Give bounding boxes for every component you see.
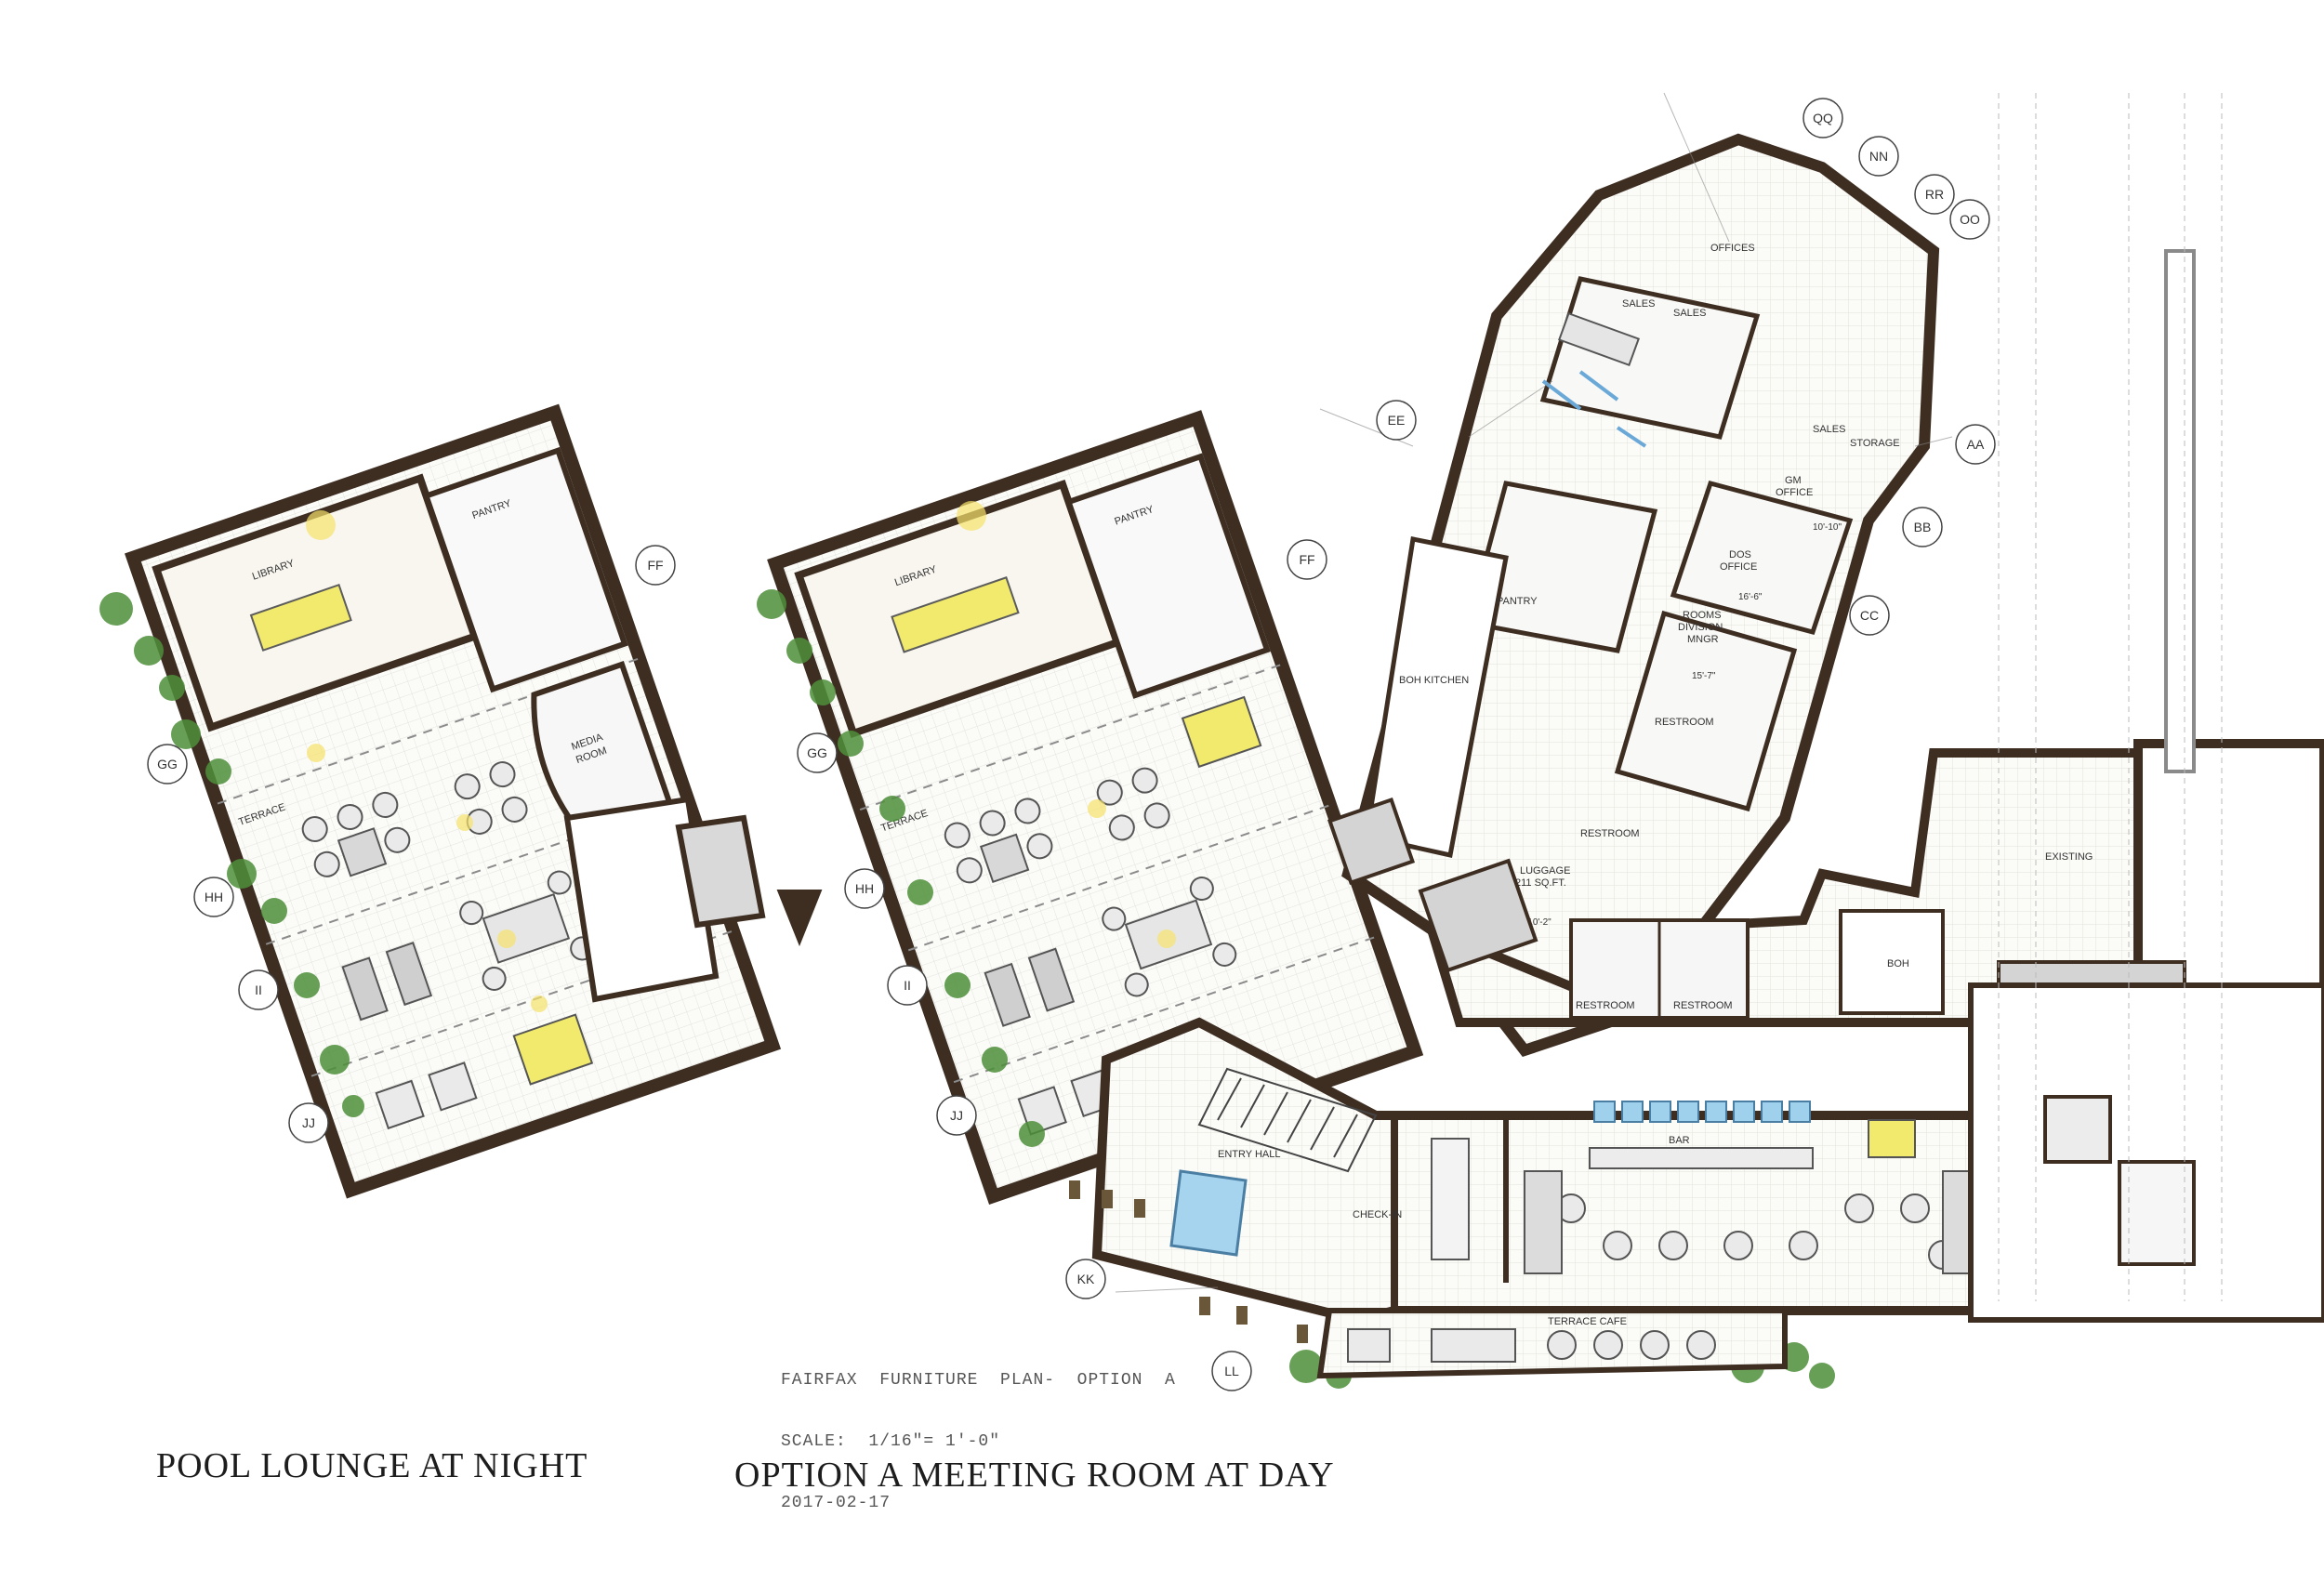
restroom-label-3: RESTROOM (1576, 1000, 1635, 1011)
left-stair-core (563, 796, 823, 1003)
grid-gg (797, 732, 838, 773)
grid-ll (1211, 1351, 1252, 1391)
svg-text:GG: GG (807, 745, 827, 760)
title-block-line-3: 2017-02-17 (781, 1494, 891, 1512)
grid-cc (1849, 595, 1890, 636)
existing-label: EXISTING (2045, 851, 2093, 863)
sales-label-2: SALES (1673, 308, 1706, 319)
grid-nn (1858, 136, 1899, 177)
left-grid-hh (193, 877, 234, 917)
left-grid-bubbles (147, 545, 676, 1143)
sales-label-1: SALES (1622, 298, 1655, 310)
title-block-line-1: FAIRFAX FURNITURE PLAN- OPTION A (781, 1371, 1176, 1390)
left-pantry-room (422, 446, 628, 693)
svg-text:JJ: JJ (950, 1108, 963, 1123)
grid-kk (1065, 1259, 1106, 1299)
restroom-label-1: RESTROOM (1655, 717, 1714, 728)
svg-text:NN: NN (1869, 149, 1888, 164)
grid-ii (887, 965, 928, 1006)
grid-ee (1376, 400, 1417, 441)
left-outer-wall (125, 403, 782, 1199)
right-grid-labels: QQ NN RR OO EE FF GG HH II JJ KK LL AA B… (807, 111, 1985, 1378)
svg-text:RR: RR (1925, 187, 1944, 202)
grid-bb (1902, 507, 1943, 547)
svg-text:CC: CC (1860, 608, 1879, 623)
svg-text:OO: OO (1960, 212, 1980, 227)
gm-office-label-2: OFFICE (1776, 487, 1813, 498)
gm-dim-label: 10'-10" (1813, 522, 1842, 533)
svg-text:LL: LL (1224, 1364, 1239, 1378)
ground-floor-public: ENTRY HALL CHECK-IN BAR TERRACE CAFE (1069, 1017, 2013, 1379)
title-block: FAIRFAX FURNITURE PLAN- OPTION A SCALE: … (781, 1329, 1176, 1534)
sales-label-3: SALES (1813, 424, 1845, 435)
title-block-line-2: SCALE: 1/16"= 1'-0" (781, 1432, 1001, 1451)
left-plan: LIBRARY PANTRY MEDIA ROOM TERRACE (99, 403, 782, 1199)
check-in-label: CHECK-IN (1353, 1209, 1402, 1220)
rooms-division-label-1: ROOMS (1683, 610, 1722, 621)
left-landscaping (99, 592, 364, 1117)
existing-building (1968, 93, 2324, 1323)
right-grid-bubbles (797, 98, 1996, 1391)
rooms-division-label-3: MNGR (1687, 634, 1719, 645)
left-grid-ii-label: II (255, 982, 262, 997)
bar-stools (1593, 1101, 1811, 1123)
gm-office-label-1: GM (1785, 475, 1802, 486)
dos-office-label-2: OFFICE (1720, 561, 1757, 573)
left-grid-gg-label: GG (157, 757, 178, 771)
left-grid-ff-label: FF (647, 558, 663, 573)
left-grid-ff (635, 545, 676, 586)
grid-jj (936, 1095, 977, 1136)
grid-rr (1914, 174, 1955, 215)
svg-text:BB: BB (1914, 520, 1932, 534)
boh-kitchen-label: BOH KITCHEN (1399, 675, 1469, 686)
dos-dim-label: 16'-6" (1738, 592, 1763, 602)
grid-qq (1802, 98, 1843, 138)
terrace-cafe-label: TERRACE CAFE (1548, 1316, 1627, 1327)
svg-text:QQ: QQ (1813, 111, 1833, 125)
svg-text:FF: FF (1299, 552, 1314, 567)
svg-text:II: II (904, 978, 911, 993)
grid-aa (1955, 424, 1996, 465)
grid-hh (844, 868, 885, 909)
left-grid-gg (147, 744, 188, 784)
svg-text:KK: KK (1077, 1272, 1095, 1286)
offices-label: OFFICES (1710, 243, 1755, 254)
left-grid-hh-label: HH (205, 890, 223, 904)
restroom-label-4: RESTROOM (1673, 1000, 1733, 1011)
bar-label: BAR (1669, 1135, 1690, 1146)
restroom-label-2: RESTROOM (1580, 828, 1640, 839)
boh-label: BOH (1887, 958, 1909, 969)
grid-ff (1287, 539, 1327, 580)
entry-hall-label: ENTRY HALL (1218, 1149, 1280, 1160)
caption-right: OPTION A MEETING ROOM AT DAY (734, 1456, 1335, 1495)
luggage-label-1: LUGGAGE (1520, 865, 1570, 877)
right-pantry-room (1064, 453, 1271, 699)
luggage-label-2: 211 SQ.FT. (1515, 877, 1566, 889)
caption-left: POOL LOUNGE AT NIGHT (156, 1446, 588, 1485)
pantry2-label: PANTRY (1497, 596, 1538, 607)
left-grid-jj-label: JJ (302, 1115, 315, 1130)
dos-office-label-1: DOS (1729, 549, 1751, 560)
svg-text:HH: HH (855, 881, 874, 896)
office-wing: OFFICES SALES SALES SALES STORAGE GM OFF… (1341, 133, 1940, 1058)
left-grid-jj (288, 1102, 329, 1143)
rooms-division-label-2: DIVISION (1678, 622, 1723, 633)
rooms-dim-label: 15'-7" (1692, 671, 1716, 681)
left-grid-ii (238, 969, 279, 1010)
right-plan: LIBRARY PANTRY TERRACE OFFICES (757, 92, 2324, 1389)
svg-text:AA: AA (1967, 437, 1985, 452)
svg-text:EE: EE (1388, 413, 1406, 428)
grid-oo (1949, 199, 1990, 240)
storage-label: STORAGE (1850, 438, 1900, 449)
